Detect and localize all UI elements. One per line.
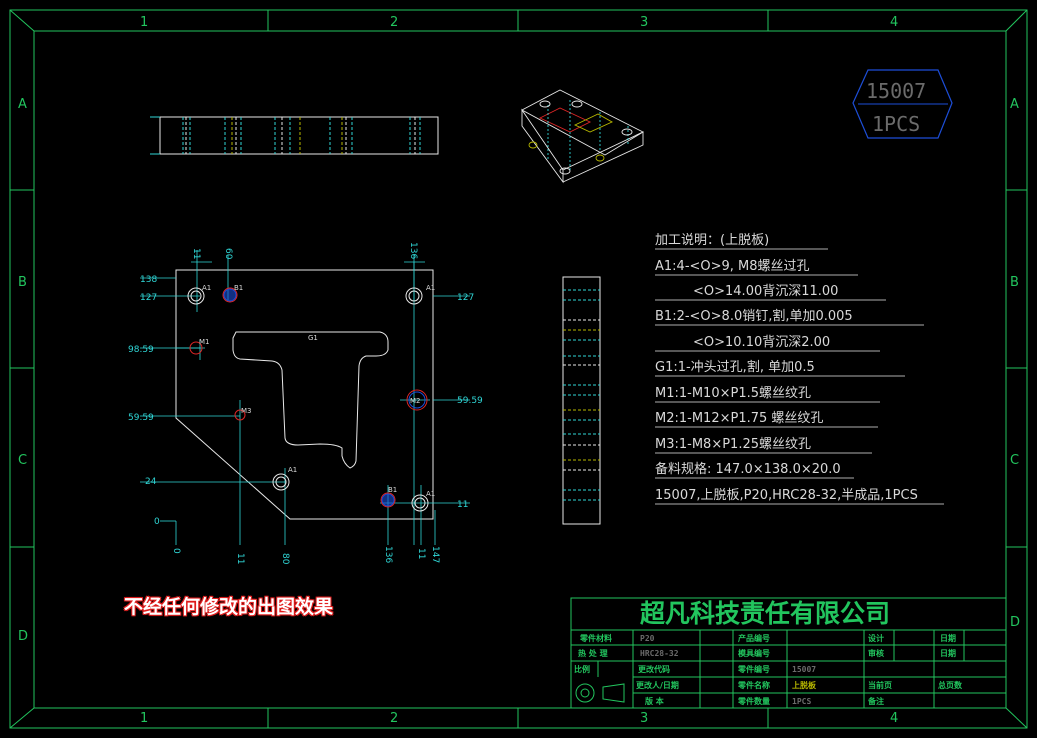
label-m3: M3 — [241, 407, 252, 415]
dim-right: 11 — [457, 500, 468, 510]
tb-label: 备注 — [867, 696, 884, 706]
frame-letter-left: B — [18, 275, 27, 290]
tb-label: 总页数 — [938, 680, 963, 690]
dim-left: 138 — [140, 275, 157, 285]
frame-letter-right: C — [1010, 453, 1019, 468]
label-a1: A1 — [202, 284, 211, 292]
frame-labels: 1 2 3 4 1 2 3 4 A B C D A B C D — [18, 15, 1020, 726]
note-line: G1:1-冲头过孔,割, 单加0.5 — [655, 359, 815, 375]
tb-value: HRC28-32 — [640, 649, 679, 658]
frame-number-top: 1 — [140, 15, 148, 30]
note-line: 备料规格: 147.0×138.0×20.0 — [655, 461, 841, 477]
dim-left: 127 — [140, 293, 157, 303]
dim-right: 59.59 — [457, 396, 483, 406]
note-line: <O>10.10背沉深2.00 — [693, 335, 830, 350]
dim-left: 59.59 — [128, 413, 154, 423]
tb-label: 产品编号 — [738, 633, 770, 643]
title-block: 超凡科技责任有限公司 零件材料 P20 产品编号 设计 日期 热 处 理 HRC… — [570, 597, 1007, 709]
company-name: 超凡科技责任有限公司 — [640, 599, 890, 628]
dim-top: 11 — [191, 248, 201, 259]
note-line: <O>14.00背沉深11.00 — [693, 284, 838, 299]
tb-label: 零件编号 — [737, 664, 770, 674]
frame-number-top: 4 — [890, 15, 898, 30]
label-m1: M1 — [199, 338, 210, 346]
tb-label: 日期 — [940, 648, 956, 658]
frame-number-bottom: 3 — [640, 711, 648, 726]
frame-letter-left: D — [18, 629, 28, 644]
notes-title: 加工说明：(上脱板) — [655, 233, 769, 248]
frame-letter-right: D — [1010, 615, 1020, 630]
label-b1: B1 — [388, 486, 397, 494]
frame-number-bottom: 2 — [390, 711, 398, 726]
tb-label: 更改代码 — [638, 664, 670, 674]
side-view-top — [150, 116, 439, 155]
frame-number-top: 2 — [390, 15, 398, 30]
tb-value: P20 — [640, 634, 655, 643]
frame-letter-left: C — [18, 453, 27, 468]
dim-bottom: 11 — [235, 553, 245, 564]
label-a1: A1 — [288, 466, 297, 474]
dim-left: 24 — [145, 477, 157, 487]
tb-label: 更改人/日期 — [636, 680, 679, 690]
note-line: M1:1-M10×P1.5螺丝纹孔 — [655, 386, 811, 401]
tb-label: 零件名称 — [737, 680, 770, 690]
tb-value: 1PCS — [792, 697, 811, 706]
tb-label: 当前页 — [868, 680, 892, 690]
frame-letter-right: A — [1010, 97, 1019, 112]
tb-label: 版 本 — [644, 696, 664, 706]
part-badge: 15007 1PCS — [852, 69, 953, 139]
frame-letter-left: A — [18, 97, 27, 112]
hole-group — [187, 287, 429, 512]
tb-value: 15007 — [792, 665, 816, 674]
note-line: M2:1-M12×P1.75 螺丝纹孔 — [655, 411, 823, 426]
frame-number-bottom: 1 — [140, 711, 148, 726]
label-a1: A1 — [426, 284, 435, 292]
plan-view: A1 B1 A1 M1 G1 M2 M3 A1 B1 A1 138 127 98… — [128, 242, 483, 565]
label-a1: A1 — [426, 490, 435, 498]
tb-label: 审核 — [868, 648, 884, 658]
dim-left: 98.59 — [128, 345, 154, 355]
tb-label: 设计 — [868, 633, 884, 643]
frame-number-top: 3 — [640, 15, 648, 30]
isometric-view — [521, 89, 644, 184]
dim-bottom: 80 — [280, 553, 290, 565]
plan-labels: A1 B1 A1 M1 G1 M2 M3 A1 B1 A1 — [199, 284, 435, 498]
drawing-frame — [9, 9, 1028, 729]
dim-top: 136 — [408, 242, 418, 259]
dim-bottom: 147 — [430, 546, 440, 563]
dim-top: 60 — [223, 248, 233, 260]
side-view-right — [562, 276, 601, 525]
label-g1: G1 — [308, 334, 318, 342]
label-b1: B1 — [234, 284, 243, 292]
badge-part-number: 15007 — [866, 79, 926, 103]
note-line: B1:2-<O>8.0销钉,割,单加0.005 — [655, 308, 853, 324]
frame-letter-right: B — [1010, 275, 1019, 290]
plan-dimensions: 138 127 98.59 59.59 24 0 127 59.59 11 11… — [128, 242, 483, 565]
dim-left: 0 — [154, 517, 160, 527]
note-line: M3:1-M8×P1.25螺丝纹孔 — [655, 437, 811, 452]
note-line: A1:4-<O>9, M8螺丝过孔 — [655, 259, 810, 274]
tb-value: 上脱板 — [792, 680, 817, 690]
dim-right: 127 — [457, 293, 474, 303]
tb-label: 热 处 理 — [578, 648, 608, 658]
note-line: 15007,上脱板,P20,HRC28-32,半成品,1PCS — [655, 488, 918, 503]
frame-number-bottom: 4 — [890, 711, 898, 726]
tb-label: 零件材料 — [579, 633, 612, 643]
dim-bottom: 136 — [383, 546, 393, 563]
tb-label: 模具编号 — [738, 648, 770, 658]
badge-qty: 1PCS — [872, 112, 920, 136]
tb-label: 比例 — [574, 664, 590, 674]
caption-text: 不经任何修改的出图效果 — [124, 596, 334, 618]
dim-bottom: 0 — [171, 548, 181, 554]
label-m2: M2 — [410, 397, 421, 405]
dim-bottom: 11 — [416, 548, 426, 559]
machining-notes: 加工说明：(上脱板) A1:4-<O>9, M8螺丝过孔 <O>14.00背沉深… — [655, 233, 944, 505]
tb-label: 日期 — [940, 633, 956, 643]
tb-label: 零件数量 — [737, 696, 770, 706]
